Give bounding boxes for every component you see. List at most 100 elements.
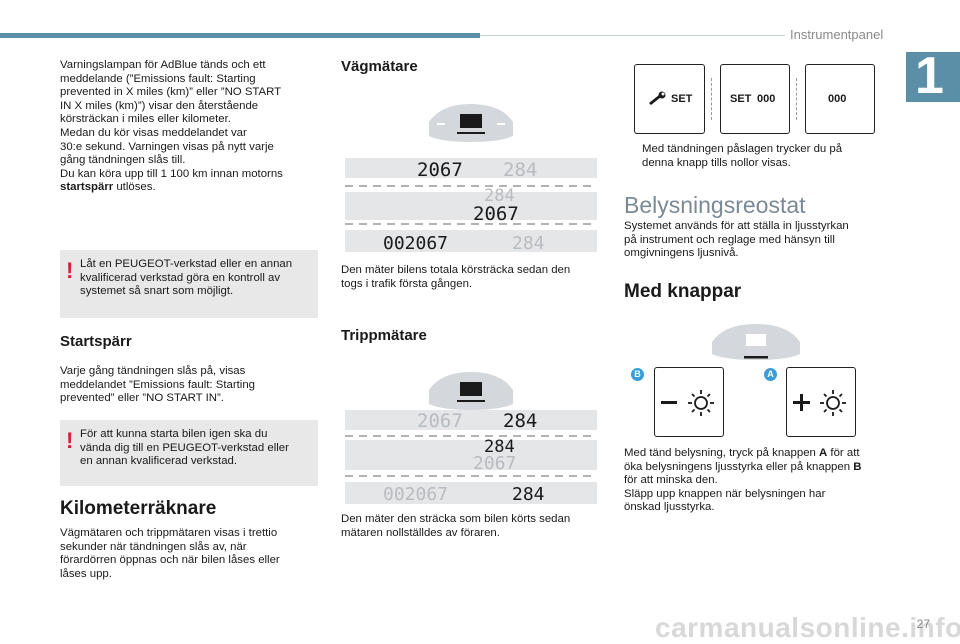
intro-line: IN X miles (km)”) visar den återstående xyxy=(60,99,259,112)
knappar-heading: Med knappar xyxy=(624,281,742,302)
intro-last-rest: utlöses. xyxy=(113,181,156,194)
zeros-label: 000 xyxy=(757,93,776,105)
zeros-label: 000 xyxy=(828,93,847,105)
text-line: Systemet används för att ställa in ljuss… xyxy=(624,220,849,232)
text-line: för att minska den. xyxy=(624,474,718,487)
text-line: prevented” eller ”NO START IN”. xyxy=(60,392,224,405)
minus-icon xyxy=(661,401,677,404)
odo-total-row2: 2067 xyxy=(473,203,519,225)
reset-set-zeros-button[interactable]: SET 000 xyxy=(720,64,790,134)
text-line: sekunder när tändningen slås av, när xyxy=(60,540,247,553)
text-run: öka belysningens ljusstyrka eller på kna… xyxy=(624,460,854,473)
dashboard-cluster-icon xyxy=(712,324,800,360)
text-line: omgivningens ljusnivå. xyxy=(624,247,739,260)
vagmatare-text: Den mäter bilens totala körsträcka sedan… xyxy=(341,264,601,291)
text-line: togs i trafik första gången. xyxy=(341,277,473,290)
brightness-decrease-button[interactable] xyxy=(654,367,724,437)
startsparr-heading: Startspärr xyxy=(60,333,132,350)
odo-trip-row1: 284 xyxy=(503,159,537,181)
trip-total-row1: 2067 xyxy=(417,410,463,432)
text-line: Varje gång tändningen slås på, visas xyxy=(60,365,246,377)
step-divider xyxy=(796,78,798,120)
sun-icon xyxy=(820,390,846,416)
text-line: Den mäter bilens totala körsträcka sedan… xyxy=(341,264,571,276)
sun-icon xyxy=(688,390,714,416)
startsparr-text: Varje gång tändningen slås på, visas med… xyxy=(60,365,320,406)
belysning-heading: Belysningsreostat xyxy=(624,192,806,218)
warning-box-2: ! För att kunna starta bilen igen ska du… xyxy=(60,420,318,486)
chapter-tab xyxy=(906,52,960,102)
belysning-text: Systemet används för att ställa in ljuss… xyxy=(624,220,899,261)
footer-watermark-logo: carmanualsonline.info xyxy=(655,612,960,643)
reset-wrench-set-button[interactable]: SET xyxy=(634,64,705,134)
text-line: Vägmätaren och trippmätaren visas i tret… xyxy=(60,527,278,539)
header-rule xyxy=(480,35,785,36)
button-b-ref: B xyxy=(853,460,862,473)
text-line: Med tänd belysning, tryck på knappen A f… xyxy=(624,447,899,461)
set-label: SET xyxy=(730,93,752,105)
vagmatare-heading: Vägmätare xyxy=(341,58,418,75)
text-line: mätaren nollställdes av föraren. xyxy=(341,526,500,539)
reset-instruction: Med tändningen påslagen trycker du på de… xyxy=(624,143,894,170)
reset-zeros-button[interactable]: 000 xyxy=(805,64,875,134)
dashboard-cluster-icon xyxy=(429,372,513,410)
text-line: på instrument och reglage med hänsyn til… xyxy=(624,233,835,246)
dashboard-cluster-icon xyxy=(429,104,513,142)
warning-line: För att kunna starta bilen igen ska du xyxy=(80,428,268,440)
intro-line: Du kan köra upp till 1 100 km innan moto… xyxy=(60,167,283,180)
brightness-increase-button[interactable] xyxy=(786,367,856,437)
section-label: Instrumentpanel xyxy=(790,27,884,42)
warning-icon: ! xyxy=(66,428,74,453)
trippmatare-text: Den mäter den sträcka som bilen körts se… xyxy=(341,513,601,540)
text-line: Släpp upp knappen när belysningen har xyxy=(624,487,826,500)
kilometer-text: Vägmätaren och trippmätaren visas i tret… xyxy=(60,527,320,581)
text-line: låses upp. xyxy=(60,567,112,580)
trip-total-full: 002067 xyxy=(383,484,448,505)
badge-a: A xyxy=(764,368,777,381)
page-number: 27 xyxy=(916,617,930,631)
trip-trip-row1: 284 xyxy=(503,410,537,432)
intro-line: prevented in X miles (km)” eller ”NO STA… xyxy=(60,86,282,99)
badge-b: B xyxy=(631,368,644,381)
intro-line: körsträckan i miles eller kilometer. xyxy=(60,113,231,126)
intro-line: Varningslampan för AdBlue tänds och ett xyxy=(60,59,266,71)
trip-total-row2: 2067 xyxy=(473,453,516,474)
intro-line: Medan du kör visas meddelandet var xyxy=(60,126,247,139)
adblue-intro: Varningslampan för AdBlue tänds och ett … xyxy=(60,59,320,195)
text-line: meddelandet ”Emissions fault: Starting xyxy=(60,378,256,391)
intro-line: meddelande (”Emissions fault: Starting xyxy=(60,72,256,85)
odo-total-row1: 2067 xyxy=(417,159,463,181)
warning-line: vända dig till en PEUGEOT-verkstad eller xyxy=(80,441,289,454)
text-line: önskad ljusstyrka. xyxy=(624,501,715,514)
text-run: för att xyxy=(827,447,860,459)
odo-total-full: 002067 xyxy=(383,233,448,254)
warning-line: en annan kvalificerad verkstad. xyxy=(80,455,238,468)
startsparr-bold: startspärr xyxy=(60,181,114,194)
trip-trip-row3: 284 xyxy=(512,484,545,505)
bullet-line: Med tändningen påslagen trycker du på xyxy=(642,143,843,155)
set-label: SET xyxy=(671,93,693,105)
text-run: Med tänd belysning, tryck på knappen xyxy=(624,447,820,459)
button-a-ref: A xyxy=(819,447,828,459)
warning-box-1: ! Låt en PEUGEOT-verkstad eller en annan… xyxy=(60,250,318,318)
text-line: Den mäter den sträcka som bilen körts se… xyxy=(341,513,571,525)
intro-line: 30:e sekund. Varningen visas på nytt var… xyxy=(60,140,274,153)
warning-line: kvalificerad verkstad göra en kontroll a… xyxy=(80,271,281,284)
warning-line: Låt en PEUGEOT-verkstad eller en annan xyxy=(80,258,293,270)
tripmeter-illustration: 2067 284 284 2067 002067 284 xyxy=(345,372,597,505)
text-line: öka belysningens ljusstyrka eller på kna… xyxy=(624,461,899,475)
warning-line: systemet så snart som möjligt. xyxy=(80,285,234,298)
knappar-text: Med tänd belysning, tryck på knappen A f… xyxy=(624,447,899,515)
warning-icon: ! xyxy=(66,258,74,283)
odo-trip-row3: 284 xyxy=(512,233,545,254)
bullet-line: denna knapp tills nollor visas. xyxy=(642,156,791,169)
wrench-icon xyxy=(649,95,661,105)
kilometer-heading: Kilometerräknare xyxy=(60,498,217,519)
intro-line: gång tändningen slås till. xyxy=(60,154,186,167)
step-divider xyxy=(711,78,713,120)
intro-line-last: startspärr utlöses. xyxy=(60,181,320,195)
odo-trip-row2: 284 xyxy=(484,186,515,206)
header-accent-bar xyxy=(0,33,480,38)
trippmatare-heading: Trippmätare xyxy=(341,327,427,344)
odometer-illustration: 2067 284 284 2067 002067 284 xyxy=(345,104,597,254)
